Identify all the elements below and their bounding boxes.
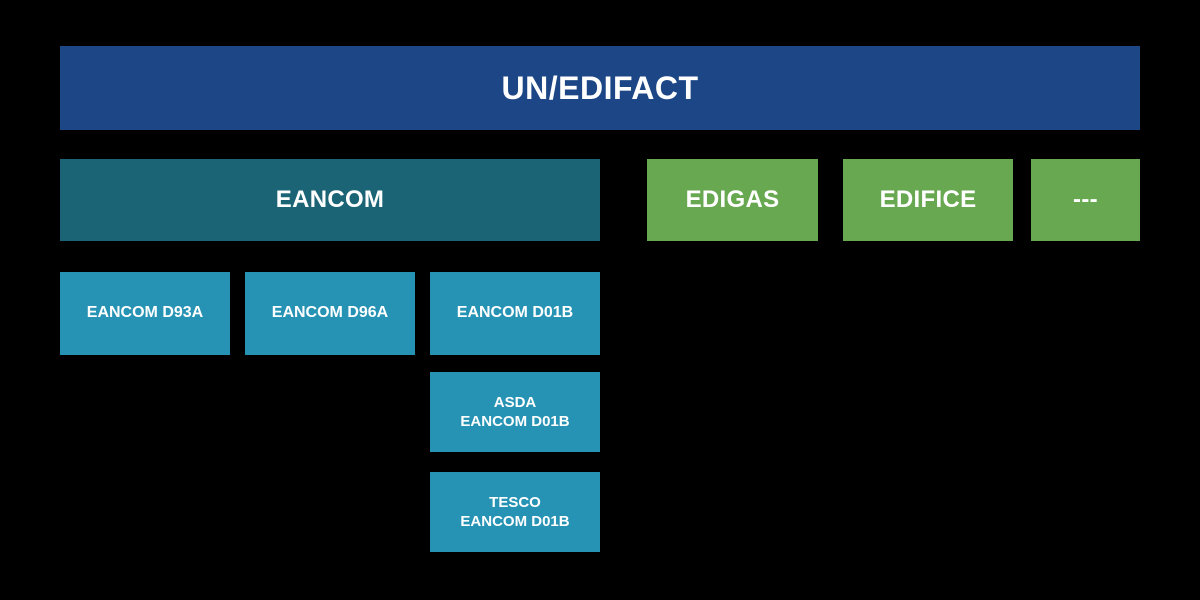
company-node-tesco-eancom-d01b[interactable]: TESCO EANCOM D01B bbox=[430, 472, 600, 552]
version-node-eancom-d01b[interactable]: EANCOM D01B bbox=[430, 272, 600, 355]
version-node-eancom-d96a[interactable]: EANCOM D96A bbox=[245, 272, 415, 355]
subset-node-eancom[interactable]: EANCOM bbox=[60, 159, 600, 241]
company-node-asda-eancom-d01b[interactable]: ASDA EANCOM D01B bbox=[430, 372, 600, 452]
root-node-un-edifact[interactable]: UN/EDIFACT bbox=[60, 46, 1140, 130]
version-node-eancom-d93a[interactable]: EANCOM D93A bbox=[60, 272, 230, 355]
subset-node-more[interactable]: --- bbox=[1031, 159, 1140, 241]
subset-node-edifice[interactable]: EDIFICE bbox=[843, 159, 1013, 241]
subset-node-edigas[interactable]: EDIGAS bbox=[647, 159, 818, 241]
